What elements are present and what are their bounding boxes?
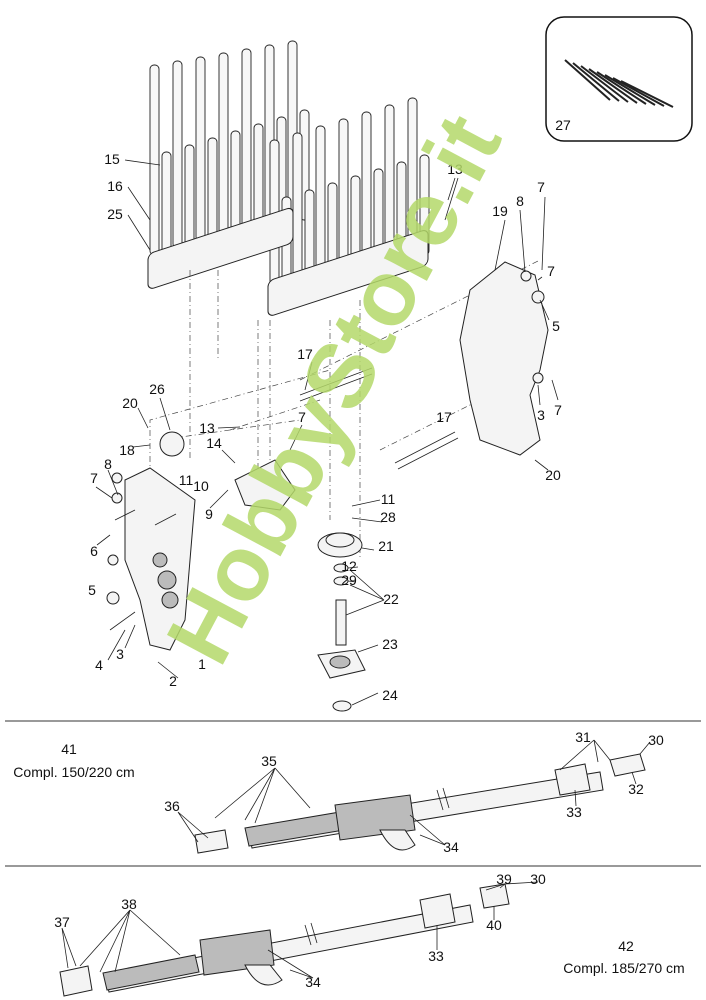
assembly-number: 42	[618, 938, 634, 954]
part-label: 18	[119, 442, 135, 458]
part-label: 29	[341, 572, 357, 588]
tine	[292, 132, 303, 284]
part-label: 39	[496, 871, 512, 887]
part-label: 24	[382, 687, 398, 703]
assembly-description: Compl. 150/220 cm	[13, 764, 134, 780]
handle-assembly-150: 41 Compl. 150/220 cm 35 36 31 30 32 33 3…	[13, 729, 664, 855]
part-label: 25	[107, 206, 123, 222]
part-label: 26	[149, 381, 165, 397]
tine-holder-left	[147, 207, 294, 289]
part-label: 12	[341, 558, 357, 574]
part-label: 30	[648, 732, 664, 748]
inset-rake-head: 27	[545, 16, 693, 142]
part-label: 5	[552, 318, 560, 334]
part-label: 31	[575, 729, 591, 745]
inset-tine	[596, 71, 647, 105]
tine	[172, 60, 183, 249]
part-label: 8	[516, 193, 524, 209]
part-label: 20	[545, 467, 561, 483]
part-label: 7	[298, 409, 306, 425]
inset-tine	[604, 74, 656, 106]
part-label: 17	[297, 346, 313, 362]
inset-tine	[572, 62, 620, 102]
inset-tine	[588, 68, 638, 104]
part-label: 21	[378, 538, 394, 554]
part-label: 23	[382, 636, 398, 652]
part-label: 11	[381, 491, 396, 507]
inset-tine	[580, 65, 629, 103]
part-label: 30	[530, 871, 546, 887]
tine-holder-right	[267, 230, 429, 316]
part-label: 7	[547, 263, 555, 279]
tine	[195, 56, 206, 242]
part-label: 28	[380, 509, 396, 525]
tine	[184, 144, 195, 256]
part-label: 1	[198, 656, 206, 672]
part-label: 11	[179, 472, 194, 488]
part-label: 9	[205, 506, 213, 522]
part-label: 33	[566, 804, 582, 820]
right-gear-housing	[459, 261, 549, 456]
gear-block	[234, 459, 296, 511]
part-label: 37	[54, 914, 70, 930]
part-label: 19	[492, 203, 508, 219]
part-label: 34	[443, 839, 459, 855]
tine	[218, 52, 229, 235]
part-label: 10	[193, 478, 209, 494]
inset-tine	[612, 77, 665, 107]
tine	[338, 118, 349, 270]
part-label: 8	[104, 456, 112, 472]
part-label: 33	[428, 948, 444, 964]
part-label: 35	[261, 753, 277, 769]
inset-tine	[564, 59, 611, 101]
part-label: 6	[90, 543, 98, 559]
part-label: 4	[95, 657, 103, 673]
part-label: 16	[107, 178, 123, 194]
part-label: 20	[122, 395, 138, 411]
assembly-description: Compl. 185/270 cm	[563, 960, 684, 976]
handle-assembly-185: 39 30 38 37 40 33 34 42 Compl. 185/270 c…	[54, 871, 685, 997]
flange-26	[159, 431, 185, 457]
nut	[332, 700, 352, 712]
part-label: 22	[383, 591, 399, 607]
part-label: 17	[436, 409, 452, 425]
part-label: 2	[169, 673, 177, 689]
part-label: 27	[555, 117, 571, 133]
part-label: 13	[199, 420, 215, 436]
part-label: 7	[554, 402, 562, 418]
shaft-14	[394, 431, 459, 470]
part-label: 7	[90, 470, 98, 486]
tine	[241, 48, 252, 228]
part-label: 38	[121, 896, 137, 912]
inset-tine	[620, 80, 674, 108]
part-label: 32	[628, 781, 644, 797]
part-label: 3	[537, 407, 545, 423]
part-label: 36	[164, 798, 180, 814]
tine	[149, 64, 160, 256]
shaft-17	[299, 367, 373, 402]
part-label: 5	[88, 582, 96, 598]
part-label: 15	[104, 151, 120, 167]
part-label: 40	[486, 917, 502, 933]
tine	[315, 125, 326, 277]
spindle	[335, 599, 347, 646]
part-label: 13	[447, 161, 463, 177]
part-label: 3	[116, 646, 124, 662]
part-label: 34	[305, 974, 321, 990]
part-label: 7	[537, 179, 545, 195]
part-label: 14	[206, 435, 222, 451]
assembly-number: 41	[61, 741, 77, 757]
tine	[161, 151, 172, 263]
